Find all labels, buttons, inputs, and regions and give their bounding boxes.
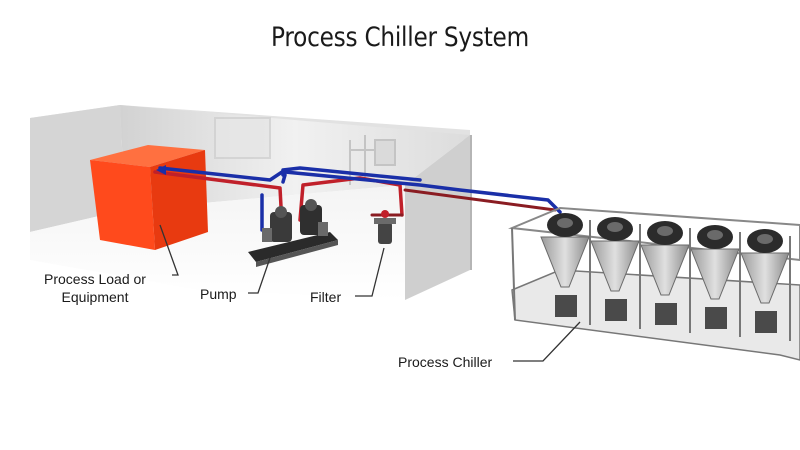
label-process-chiller: Process Chiller	[398, 354, 493, 370]
chiller-cone	[690, 248, 740, 300]
process-load-top	[90, 145, 205, 167]
chiller-cone	[590, 240, 640, 292]
chiller-module	[540, 213, 591, 325]
chiller-compressor	[655, 303, 677, 325]
chiller-cone	[640, 244, 690, 296]
filter-unit	[374, 210, 396, 244]
chiller-compressor	[555, 295, 577, 317]
chiller-module	[690, 225, 741, 337]
leader-filter	[355, 247, 385, 297]
process-load-box	[90, 145, 208, 250]
supply-pipe-branch	[281, 166, 422, 184]
chiller-cone	[740, 252, 790, 304]
right-wall	[405, 135, 470, 300]
filter-body	[378, 222, 392, 244]
leader-lines	[159, 224, 581, 362]
process-load-front	[90, 160, 155, 250]
diagram-title: Process Chiller System	[271, 22, 529, 53]
chiller-fan-hub	[557, 218, 573, 228]
pump-motor-1	[270, 212, 292, 242]
label-pump: Pump	[200, 286, 237, 302]
leader-pump	[248, 257, 271, 294]
chiller-fan-hub	[657, 226, 673, 236]
rear-wall	[120, 105, 470, 210]
right-wall-edge	[470, 135, 472, 270]
chiller-compressor	[705, 307, 727, 329]
chiller-compressor	[605, 299, 627, 321]
process-chiller-array	[508, 206, 800, 361]
label-process-load: Process Load or Equipment	[20, 270, 170, 306]
chiller-cone	[540, 236, 590, 288]
pump-skid	[248, 199, 338, 267]
label-filter: Filter	[310, 289, 342, 305]
leader-process-load	[159, 224, 179, 276]
label-process-load-line2: Equipment	[61, 289, 129, 305]
process-load-side	[150, 150, 208, 250]
chiller-module	[740, 229, 791, 341]
chiller-module	[640, 221, 691, 333]
label-process-load-line1: Process Load or	[44, 271, 146, 287]
chiller-module	[590, 217, 641, 329]
chiller-fan-hub	[707, 230, 723, 240]
chiller-fan-hub	[607, 222, 623, 232]
leader-chiller	[513, 321, 581, 362]
chiller-compressor	[755, 311, 777, 333]
piping	[153, 165, 562, 232]
chiller-fan-hub	[757, 234, 773, 244]
supply-pipe-chiller-to-load	[158, 166, 562, 214]
pump-base	[248, 232, 338, 262]
pump-motor-2	[300, 205, 322, 235]
